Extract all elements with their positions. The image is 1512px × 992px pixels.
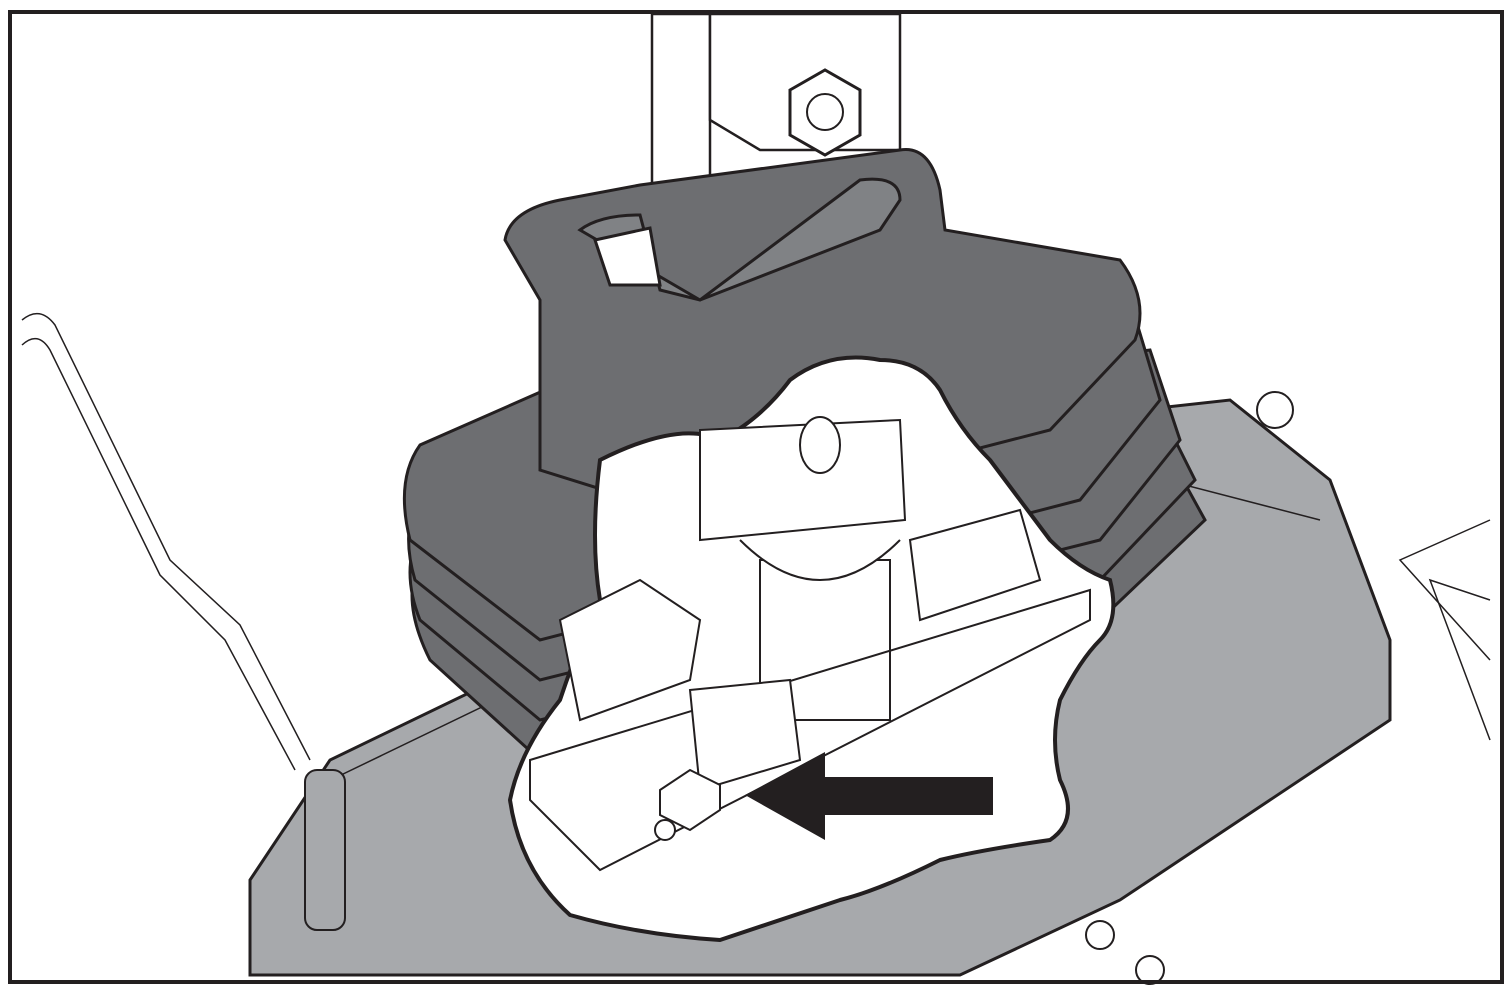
direction-arrow-icon — [745, 752, 993, 840]
hex-nut — [788, 68, 862, 157]
frame-border — [8, 10, 1504, 984]
background-bracket-right — [1398, 519, 1491, 741]
housing-tab — [304, 769, 346, 931]
background-bracket-left — [21, 312, 311, 771]
mounting-bolts — [1085, 391, 1294, 985]
internal-mechanism — [529, 416, 1091, 872]
